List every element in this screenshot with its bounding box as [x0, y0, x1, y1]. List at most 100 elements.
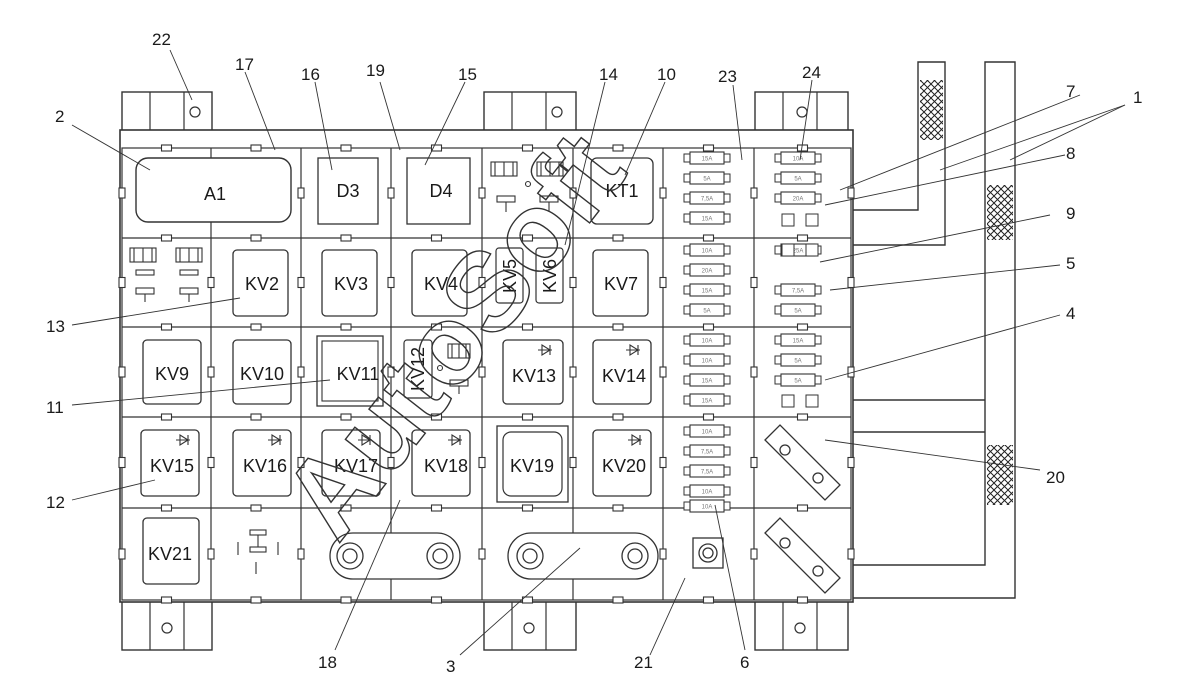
fuse: 15A: [774, 333, 822, 347]
board-clip: [250, 596, 262, 604]
relay-kv16: [232, 429, 292, 497]
callout-14: 14: [599, 65, 618, 84]
mini-socket: [805, 243, 819, 257]
relay-kv21: [142, 517, 200, 585]
board-clip: [521, 596, 534, 604]
callout-8: 8: [1066, 144, 1075, 163]
board-clip: [297, 548, 305, 560]
fuse: 10A: [774, 151, 822, 165]
empty-relay-socket: [237, 529, 279, 574]
board-clip: [387, 456, 395, 469]
fuse-rating: 10A: [702, 505, 713, 511]
board-clip: [118, 276, 126, 289]
board-clip: [160, 234, 173, 242]
relay-kv6-label: KV6: [540, 259, 560, 293]
board-clip: [796, 504, 809, 512]
board-clip: [250, 234, 262, 242]
callout-15: 15: [458, 65, 477, 84]
board-clip: [521, 234, 534, 242]
callout-11: 11: [46, 398, 64, 417]
mounting-brackets: [121, 91, 849, 651]
relay-kv20-label: KV20: [602, 456, 646, 476]
fuse: 15A: [683, 211, 731, 225]
board-clip: [118, 187, 126, 199]
board-clip: [340, 234, 352, 242]
relay-kv11-label: KV11: [337, 364, 380, 384]
relay-kv4: [411, 249, 468, 317]
fuse-rating: 15A: [793, 339, 804, 345]
fuse-rating: 15A: [702, 379, 713, 385]
relay-kv7: [592, 249, 649, 317]
fuse: 10A: [683, 333, 731, 347]
relay-kv2: [232, 249, 289, 317]
board-clip: [702, 323, 715, 331]
fuse-rating: 10A: [702, 359, 713, 365]
leader-lines: [71, 49, 1126, 656]
bus-strap-1: [764, 424, 841, 501]
mini-socket: [781, 213, 795, 227]
board-clip: [750, 366, 758, 378]
fuse-rating: 10A: [702, 430, 713, 436]
module-d3: [317, 157, 379, 225]
board-clip: [340, 413, 352, 421]
relay-kv18: [411, 429, 471, 497]
callout-9: 9: [1066, 204, 1075, 223]
board-clip: [387, 276, 395, 289]
board-clip: [612, 504, 624, 512]
board-clip: [207, 276, 215, 289]
fuse-rating: 15A: [702, 157, 713, 163]
module-kt1-label: KT1: [605, 181, 638, 201]
relay-kv3-label: KV3: [334, 274, 368, 294]
board-clip: [659, 548, 667, 560]
relay-kv3: [321, 249, 378, 317]
callout-7: 7: [1066, 82, 1075, 101]
relay-kv5-label: KV5: [500, 259, 520, 293]
board-clip: [750, 276, 758, 289]
board-clip: [750, 187, 758, 199]
board-clip: [160, 504, 173, 512]
relay-kv15-label: KV15: [150, 456, 194, 476]
board-clip: [847, 548, 855, 560]
relay-kv13: [502, 339, 564, 405]
fuse: 10A: [683, 243, 731, 257]
fuse-rating: 25A: [793, 249, 804, 255]
harness-wrap-2: [987, 185, 1013, 240]
fuse: 7,5A: [683, 444, 731, 458]
callout-numbers: 1 2 3 4 5 6 7 8 9 10 11 12 13 14 15 16 1…: [46, 30, 1142, 676]
board-clip: [847, 276, 855, 289]
board-clip: [569, 456, 577, 469]
fuse: 7,5A: [683, 464, 731, 478]
module-d3-label: D3: [336, 181, 359, 201]
relay-kv13-label: KV13: [512, 366, 556, 386]
relay-kv20: [592, 429, 652, 497]
board-clip: [297, 366, 305, 378]
board-clip: [478, 276, 486, 289]
callout-21: 21: [634, 653, 653, 672]
relay-kv18-label: KV18: [424, 456, 468, 476]
ground-terminal: [692, 537, 724, 569]
relay-kv14: [592, 339, 652, 405]
fuse: 7,5A: [683, 191, 731, 205]
fuse: 20A: [683, 263, 731, 277]
fuse: 5A: [774, 171, 822, 185]
board-clip: [796, 323, 809, 331]
callout-19: 19: [366, 61, 385, 80]
board-clip: [118, 548, 126, 560]
relay-kv19-label: KV19: [510, 456, 554, 476]
fuse: 15A: [683, 393, 731, 407]
callout-24: 24: [802, 63, 821, 82]
callout-16: 16: [301, 65, 320, 84]
relay-kv9: [142, 339, 202, 405]
board-clip: [250, 323, 262, 331]
callout-5: 5: [1066, 254, 1075, 273]
relay-kv15: [140, 429, 200, 497]
fuse: 15A: [683, 283, 731, 297]
callout-1: 1: [1133, 88, 1142, 107]
board-clip: [297, 187, 305, 199]
board-clip: [207, 548, 215, 560]
board-clip: [659, 276, 667, 289]
board-clip: [387, 187, 395, 199]
board-clip: [521, 504, 534, 512]
board-clip: [702, 596, 715, 604]
fuse-rating: 15A: [702, 217, 713, 223]
